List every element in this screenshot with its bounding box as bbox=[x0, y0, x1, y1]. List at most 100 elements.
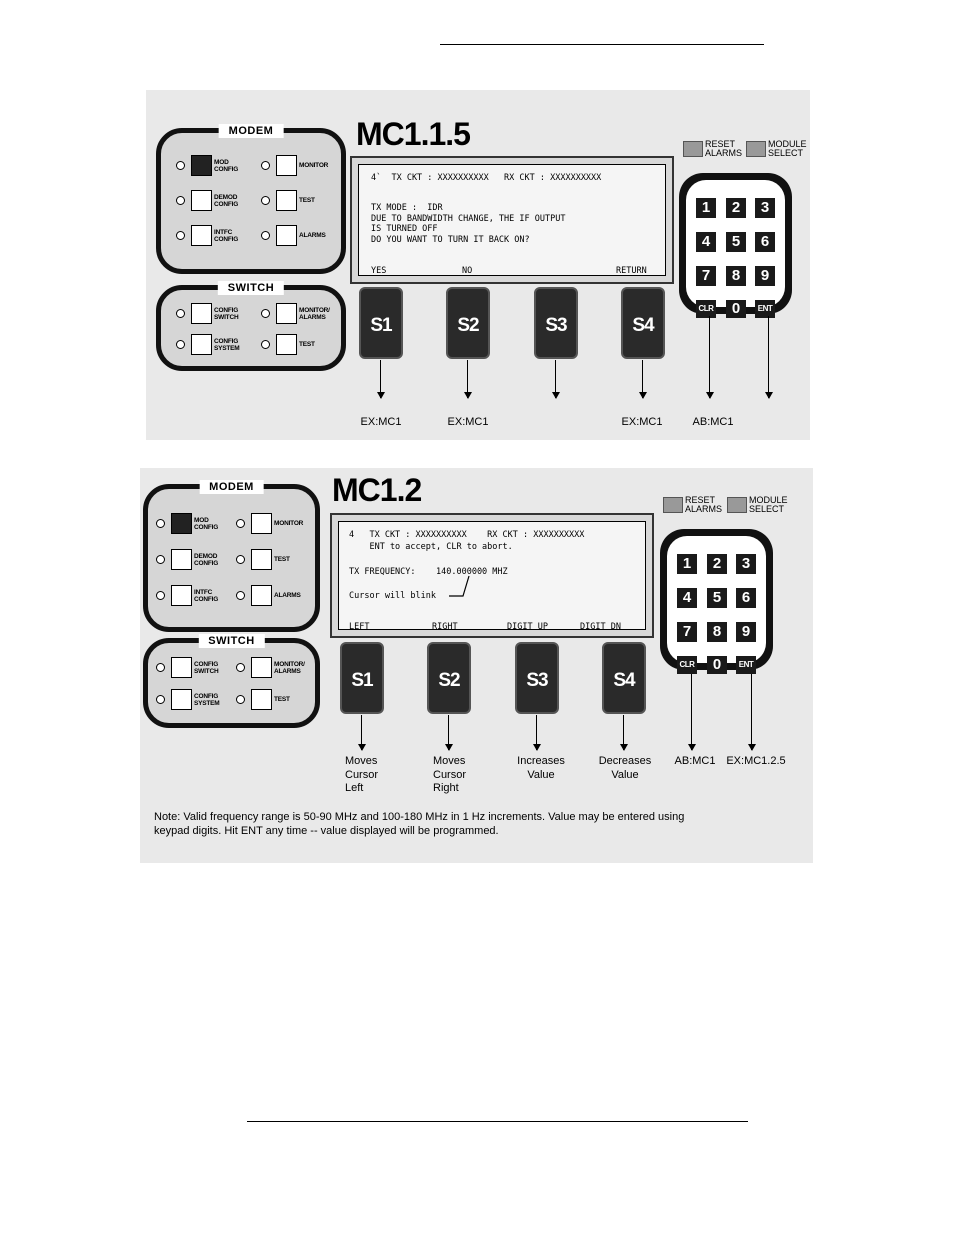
config-system-led bbox=[156, 695, 165, 704]
config-switch-led bbox=[156, 663, 165, 672]
monitor-button[interactable]: MONITOR bbox=[236, 513, 303, 534]
alarms-button[interactable]: ALARMS bbox=[261, 225, 326, 246]
softkey-s2-label: S2 bbox=[438, 670, 460, 691]
key-clr[interactable]: CLR bbox=[677, 656, 697, 674]
monitor-button[interactable]: MONITOR bbox=[261, 155, 328, 176]
softkey-s4[interactable]: S4 bbox=[621, 287, 665, 359]
key-9[interactable]: 9 bbox=[736, 622, 756, 642]
test-button[interactable]: TEST bbox=[236, 549, 290, 570]
switch-panel-title: SWITCH bbox=[198, 634, 265, 648]
key-8[interactable]: 8 bbox=[726, 266, 746, 286]
softkey-s2-label: S2 bbox=[457, 315, 479, 336]
switch-test-key bbox=[276, 334, 297, 355]
softkey-s2[interactable]: S2 bbox=[427, 642, 471, 714]
monitor-alarms-key bbox=[251, 657, 272, 678]
softkey-s4-label: S4 bbox=[632, 315, 654, 336]
arrow-clr bbox=[705, 316, 714, 399]
key-1[interactable]: 1 bbox=[696, 198, 716, 218]
test-label: TEST bbox=[274, 556, 290, 563]
demod-config-label: DEMOD CONFIG bbox=[214, 193, 239, 208]
caption-s4: EX:MC1 bbox=[621, 416, 663, 428]
key-ent[interactable]: ENT bbox=[736, 656, 756, 674]
key-6[interactable]: 6 bbox=[755, 232, 775, 252]
figure-title: MC1.2 bbox=[332, 472, 422, 508]
key-9[interactable]: 9 bbox=[755, 266, 775, 286]
config-system-button[interactable]: CONFIG SYSTEM bbox=[176, 334, 240, 355]
keypad-face: 1 2 3 4 5 6 7 8 9 CLR 0 ENT bbox=[667, 536, 766, 674]
screen-cursor-note: Cursor will blink bbox=[349, 591, 436, 601]
softkey-s1[interactable]: S1 bbox=[340, 642, 384, 714]
softkey-s3[interactable]: S3 bbox=[515, 642, 559, 714]
monitor-key bbox=[251, 513, 272, 534]
caption-s4: Decreases Value bbox=[598, 755, 652, 781]
test-button[interactable]: TEST bbox=[261, 190, 315, 211]
arrow-s4 bbox=[638, 360, 647, 399]
switch-panel: SWITCH CONFIG SWITCH MONITOR/ ALARMS CON… bbox=[143, 634, 320, 728]
reset-alarms-text: RESET ALARMS bbox=[685, 495, 723, 514]
softkey-label-1: YES bbox=[371, 266, 387, 276]
demod-config-button[interactable]: DEMOD CONFIG bbox=[156, 549, 218, 570]
config-system-button[interactable]: CONFIG SYSTEM bbox=[156, 689, 220, 710]
key-2[interactable]: 2 bbox=[707, 554, 727, 574]
caption-s1: Moves Cursor Left bbox=[345, 755, 379, 794]
intfc-config-button[interactable]: INTFC CONFIG bbox=[176, 225, 238, 246]
config-switch-led bbox=[176, 309, 185, 318]
mod-config-button[interactable]: MOD CONFIG bbox=[156, 513, 218, 534]
key-5[interactable]: 5 bbox=[726, 232, 746, 252]
softkey-s3[interactable]: S3 bbox=[534, 287, 578, 359]
lcd-screen: 4 TX CKT : XXXXXXXXXX RX CKT : XXXXXXXXX… bbox=[330, 513, 654, 638]
switch-test-key bbox=[251, 689, 272, 710]
monitor-alarms-button[interactable]: MONITOR/ ALARMS bbox=[236, 657, 305, 678]
key-2[interactable]: 2 bbox=[726, 198, 746, 218]
alarms-led bbox=[261, 231, 270, 240]
config-switch-key bbox=[171, 657, 192, 678]
key-4[interactable]: 4 bbox=[677, 588, 697, 608]
switch-test-button[interactable]: TEST bbox=[236, 689, 290, 710]
key-1[interactable]: 1 bbox=[677, 554, 697, 574]
softkey-s1[interactable]: S1 bbox=[359, 287, 403, 359]
key-4[interactable]: 4 bbox=[696, 232, 716, 252]
key-8[interactable]: 8 bbox=[707, 622, 727, 642]
config-system-key bbox=[171, 689, 192, 710]
intfc-config-led bbox=[176, 231, 185, 240]
monitor-alarms-button[interactable]: MONITOR/ ALARMS bbox=[261, 303, 330, 324]
config-system-key bbox=[191, 334, 212, 355]
softkey-s3-label: S3 bbox=[526, 670, 548, 691]
lcd-screen: 4` TX CKT : XXXXXXXXXX RX CKT : XXXXXXXX… bbox=[350, 156, 674, 284]
softkey-label-4: DIGIT DN bbox=[580, 622, 621, 632]
key-ent[interactable]: ENT bbox=[755, 300, 775, 318]
key-3[interactable]: 3 bbox=[736, 554, 756, 574]
key-0[interactable]: 0 bbox=[707, 656, 727, 674]
config-switch-button[interactable]: CONFIG SWITCH bbox=[176, 303, 239, 324]
key-6[interactable]: 6 bbox=[736, 588, 756, 608]
key-0[interactable]: 0 bbox=[726, 300, 746, 318]
key-7[interactable]: 7 bbox=[677, 622, 697, 642]
mod-config-led bbox=[156, 519, 165, 528]
config-switch-button[interactable]: CONFIG SWITCH bbox=[156, 657, 219, 678]
monitor-alarms-led bbox=[236, 663, 245, 672]
softkey-s2[interactable]: S2 bbox=[446, 287, 490, 359]
softkey-s1-label: S1 bbox=[351, 670, 373, 691]
mod-config-button[interactable]: MOD CONFIG bbox=[176, 155, 238, 176]
monitor-alarms-key bbox=[276, 303, 297, 324]
intfc-config-key bbox=[171, 585, 192, 606]
arrow-s2 bbox=[463, 360, 472, 399]
key-7[interactable]: 7 bbox=[696, 266, 716, 286]
figure-mc115: MODEM MOD CONFIG MONITOR DEMOD CONFIG TE… bbox=[146, 90, 810, 440]
monitor-alarms-label: MONITOR/ ALARMS bbox=[274, 660, 305, 675]
arrow-ent bbox=[764, 316, 773, 399]
alarms-button[interactable]: ALARMS bbox=[236, 585, 301, 606]
key-3[interactable]: 3 bbox=[755, 198, 775, 218]
arrow-s3 bbox=[551, 360, 560, 399]
switch-test-button[interactable]: TEST bbox=[261, 334, 315, 355]
switch-panel-title: SWITCH bbox=[217, 281, 285, 295]
screen-line-1: 4 TX CKT : XXXXXXXXXX RX CKT : XXXXXXXXX… bbox=[349, 530, 585, 540]
keypad: 1 2 3 4 5 6 7 8 9 CLR 0 ENT bbox=[679, 173, 792, 318]
softkey-s4[interactable]: S4 bbox=[602, 642, 646, 714]
key-clr[interactable]: CLR bbox=[696, 300, 716, 318]
demod-config-button[interactable]: DEMOD CONFIG bbox=[176, 190, 238, 211]
modem-panel: MODEM MOD CONFIG MONITOR DEMOD CONFIG TE… bbox=[143, 480, 320, 632]
switch-test-label: TEST bbox=[299, 341, 315, 348]
intfc-config-button[interactable]: INTFC CONFIG bbox=[156, 585, 218, 606]
key-5[interactable]: 5 bbox=[707, 588, 727, 608]
